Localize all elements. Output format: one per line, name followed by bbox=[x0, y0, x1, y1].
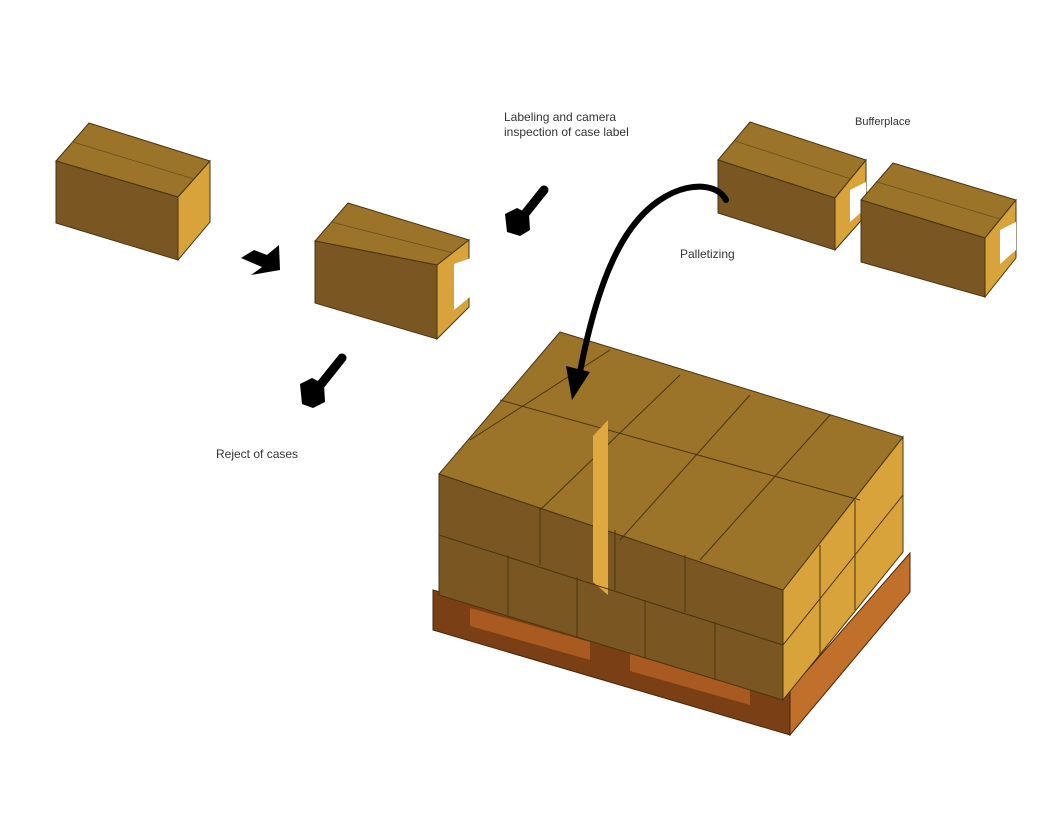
conveyor-arrow-icon bbox=[241, 245, 280, 275]
buffer-case-1 bbox=[717, 121, 867, 252]
pallet-load bbox=[438, 331, 904, 702]
palletizing-arrow-icon bbox=[566, 183, 729, 400]
labeling-label: Labeling and camera inspection of case l… bbox=[504, 110, 629, 140]
labeling-label-line1: Labeling and camera bbox=[504, 110, 617, 124]
case-label bbox=[454, 258, 471, 310]
reject-label: Reject of cases bbox=[216, 447, 299, 461]
pallet bbox=[432, 551, 911, 737]
buffer-case-2 bbox=[860, 162, 1017, 299]
labeled-case bbox=[314, 202, 471, 341]
bufferplace-label: Bufferplace bbox=[855, 116, 911, 128]
labeling-label-line2: inspection of case label bbox=[504, 125, 629, 139]
reject-arrow-icon bbox=[300, 353, 347, 408]
incoming-case bbox=[55, 122, 211, 262]
labeling-camera-arrow-icon bbox=[505, 185, 549, 236]
palletizing-label: Palletizing bbox=[680, 247, 735, 261]
